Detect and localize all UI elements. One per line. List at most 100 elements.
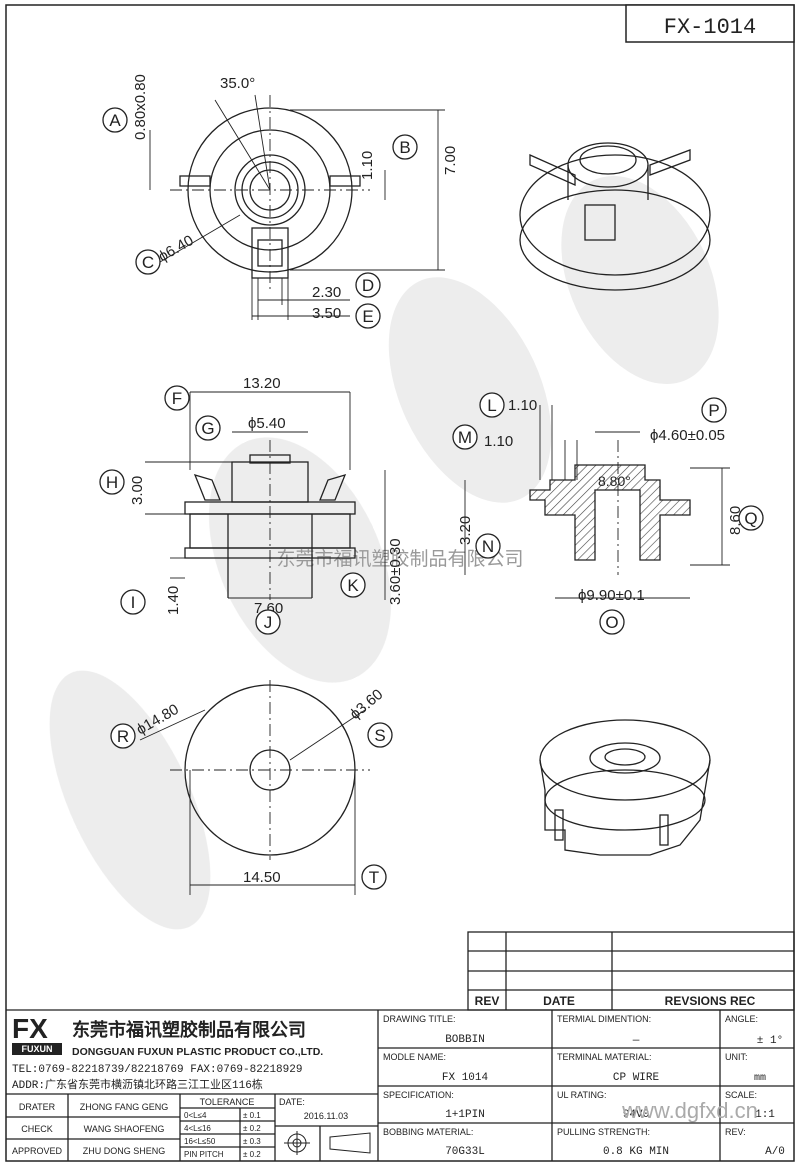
callout-o: O [599, 609, 625, 635]
callout-label-f: F [172, 389, 182, 408]
rev-value: A/0 [765, 1146, 785, 1158]
callout-label-r: R [117, 727, 129, 746]
callout-p: P [701, 397, 727, 423]
terminal-dim-label: TERMIAL DIMENTION: [557, 1014, 651, 1024]
tolerance-header: TOLERANCE [200, 1097, 255, 1107]
callout-j: J [255, 609, 281, 635]
dim-b: 1.10 [359, 151, 376, 180]
rev-label: REV: [725, 1127, 746, 1137]
company-name-en: DONGGUAN FUXUN PLASTIC PRODUCT CO.,LTD. [72, 1046, 323, 1058]
dim-o: ϕ9.90±0.1 [578, 587, 645, 604]
terminal-mat-label: TERMINAL MATERIAL: [557, 1052, 652, 1062]
callout-i: I [120, 589, 146, 615]
scale-label: SCALE: [725, 1090, 757, 1100]
dim-m: 1.10 [484, 433, 513, 450]
part-number-box: FX-1014 [625, 4, 795, 43]
tol-value-4: ± 0.2 [243, 1150, 261, 1159]
callout-c: C [135, 249, 161, 275]
dim-h: 3.00 [129, 476, 146, 505]
drawing-title-label: DRAWING TITLE: [383, 1014, 456, 1024]
callout-m: M [452, 424, 478, 450]
company-name-cn: 东莞市福讯塑胶制品有限公司 [72, 1019, 306, 1040]
name-drater: ZHONG FANG GENG [80, 1102, 169, 1112]
spec-value: 1+1PIN [445, 1109, 485, 1121]
callout-g: G [195, 415, 221, 441]
callout-label-h: H [106, 473, 118, 492]
material-label: BOBBING MATERIAL: [383, 1127, 473, 1137]
role-check: CHECK [21, 1124, 53, 1134]
record-header: REVSIONS REC [665, 994, 756, 1008]
dim-c: ϕ6.40 [156, 232, 197, 266]
angle-value: ± 1° [757, 1035, 783, 1047]
iso-view-top [519, 142, 711, 291]
callout-label-b: B [399, 138, 410, 157]
material-value: 70G33L [445, 1146, 485, 1158]
callout-h: H [99, 469, 125, 495]
date-value: 2016.11.03 [304, 1111, 348, 1121]
part-number: FX-1014 [664, 15, 756, 40]
site-watermark: www.dgfxd.cn [621, 1098, 758, 1123]
callout-d: D [355, 272, 381, 298]
callout-label-i: I [131, 593, 136, 612]
callout-a: A [102, 107, 128, 133]
callout-label-s: S [374, 726, 385, 745]
svg-text:FX: FX [12, 1013, 48, 1044]
terminal-mat-value: CP WIRE [613, 1072, 660, 1084]
ul-label: UL RATING: [557, 1090, 607, 1100]
callout-n: N [475, 533, 501, 559]
dim-i: 1.40 [165, 586, 182, 615]
unit-label: UNIT: [725, 1052, 748, 1062]
pull-value: 0.8 KG MIN [603, 1146, 669, 1158]
role-approved: APPROVED [12, 1146, 63, 1156]
date-header: DATE [543, 994, 575, 1008]
company-logo: FX FUXUN [12, 1013, 62, 1055]
dim-t: 14.50 [243, 869, 281, 886]
bottom-view [139, 680, 370, 895]
dim-f: 13.20 [243, 375, 281, 392]
dim-draft: 8.80° [598, 473, 631, 489]
callout-e: E [355, 303, 381, 329]
tol-value-2: ± 0.2 [243, 1124, 261, 1133]
dim-a: 0.80x0.80 [132, 74, 149, 140]
callout-r: R [110, 723, 136, 749]
dim-height-top: 7.00 [442, 146, 459, 175]
callout-label-n: N [482, 537, 494, 556]
callout-label-d: D [362, 276, 374, 295]
callout-label-k: K [347, 576, 359, 595]
dim-k: 3.60±0.30 [387, 538, 404, 605]
model-name: FX 1014 [442, 1072, 489, 1084]
section-view [464, 405, 730, 599]
dim-n: 3.20 [457, 516, 474, 545]
unit-value: mm [754, 1073, 766, 1084]
tol-value-3: ± 0.3 [243, 1137, 261, 1146]
callout-label-m: M [458, 428, 472, 447]
callout-label-l: L [487, 396, 496, 415]
tol-range-3: 16<L≤50 [184, 1137, 216, 1146]
callout-t: T [361, 864, 387, 890]
tol-range-1: 0<L≤4 [184, 1111, 207, 1120]
spec-label: SPECIFICATION: [383, 1090, 454, 1100]
pull-label: PULLING STRENGTH: [557, 1127, 650, 1137]
drawing-title: BOBBIN [445, 1034, 485, 1046]
tol-range-4: PIN PITCH [184, 1150, 224, 1159]
callout-label-q: Q [744, 509, 757, 528]
dim-l: 1.10 [508, 397, 537, 414]
callout-k: K [340, 572, 366, 598]
callout-f: F [164, 385, 190, 411]
tol-range-2: 4<L≤16 [184, 1124, 211, 1133]
callout-label-j: J [264, 613, 273, 632]
dim-angle: 35.0° [220, 75, 255, 92]
ul-value: 94V0 [623, 1109, 649, 1121]
callout-b: B [392, 134, 418, 160]
iso-view-bottom [539, 719, 711, 856]
callout-label-o: O [605, 613, 618, 632]
callout-label-p: P [708, 401, 719, 420]
top-view [149, 94, 445, 320]
model-label: MODLE NAME: [383, 1052, 446, 1062]
callout-label-t: T [369, 868, 379, 887]
role-drater: DRATER [19, 1102, 56, 1112]
callouts: A B C DE FG H I J K LM N O P Q R S T [99, 107, 764, 890]
angle-label: ANGLE: [725, 1014, 758, 1024]
callout-l: L [479, 392, 505, 418]
